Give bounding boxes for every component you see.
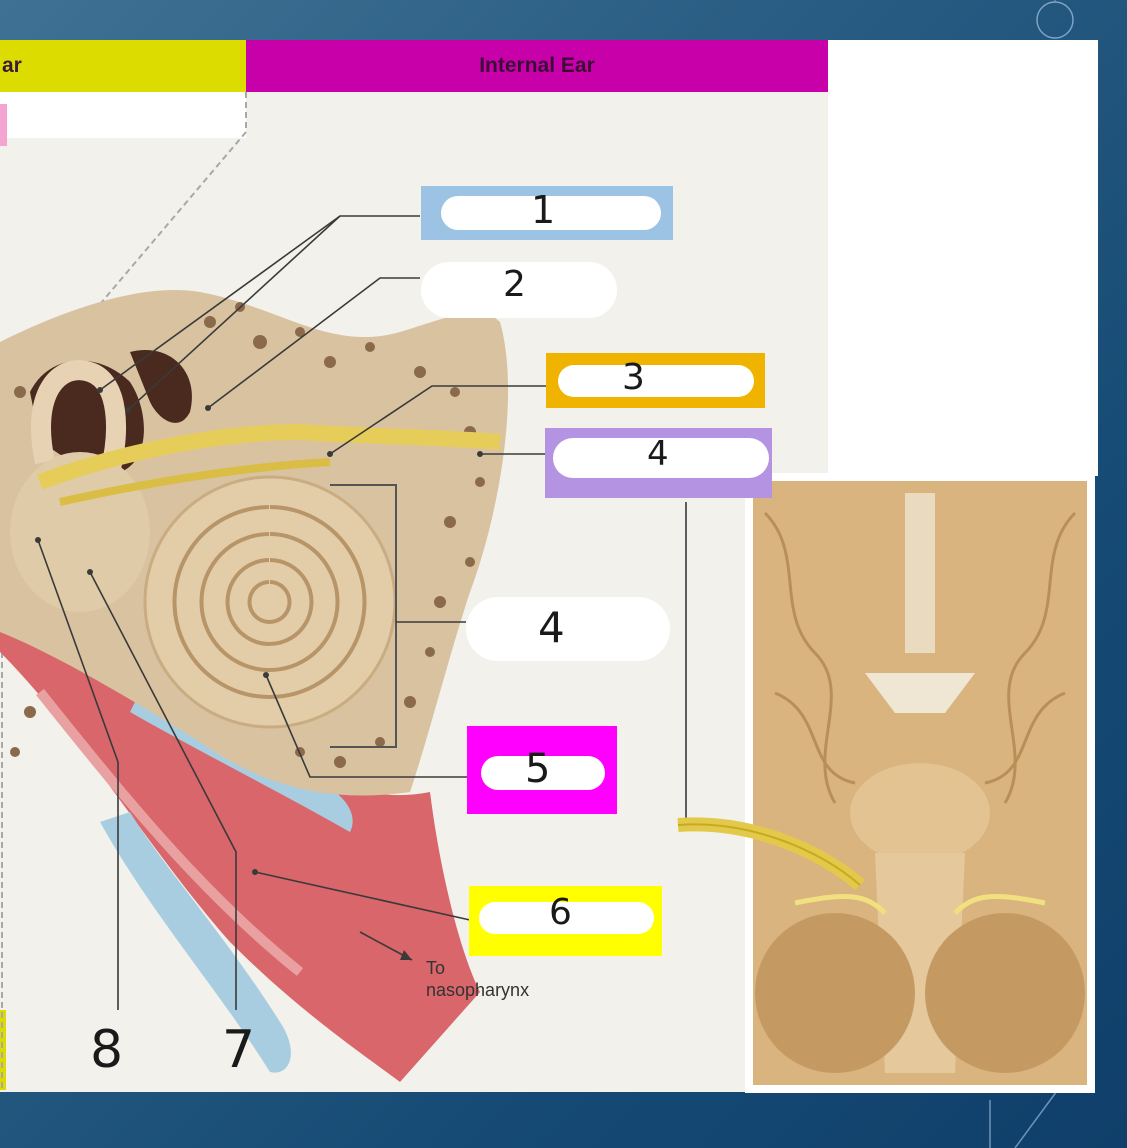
label-6-text: 6 xyxy=(549,892,572,933)
caption-line-1: To xyxy=(426,958,446,978)
vestibulocochlear-nerve xyxy=(677,817,865,890)
label-box-4a[interactable]: 4 xyxy=(545,428,772,498)
label-3-text: 3 xyxy=(622,357,645,398)
label-box-6[interactable]: 6 xyxy=(469,886,662,956)
label-box-3[interactable]: 3 xyxy=(546,353,765,408)
ear-anatomy-illustration xyxy=(0,92,687,1092)
label-box-1[interactable]: 1 xyxy=(421,186,673,240)
label-7-text: 7 xyxy=(222,1020,256,1080)
internal-ear-header-text: Internal Ear xyxy=(479,54,595,77)
label-4b-text: 4 xyxy=(538,603,565,652)
nasopharynx-caption: To nasopharynx xyxy=(426,957,529,1001)
pink-tab xyxy=(0,104,7,146)
label-8-text: 8 xyxy=(90,1020,124,1080)
middle-ear-header: ar xyxy=(0,40,246,92)
label-5-text: 5 xyxy=(525,746,551,792)
brain-illustration xyxy=(753,481,1087,1085)
yellow-tab xyxy=(0,1010,6,1090)
label-1-text: 1 xyxy=(531,188,556,232)
white-panel xyxy=(828,40,1098,476)
label-box-5[interactable]: 5 xyxy=(467,726,617,814)
label-box-4b[interactable]: 4 xyxy=(466,597,670,665)
label-box-2[interactable]: 2 xyxy=(421,258,617,322)
internal-ear-header: Internal Ear xyxy=(246,40,828,92)
middle-ear-header-text: ar xyxy=(2,54,22,77)
caption-line-2: nasopharynx xyxy=(426,980,530,1000)
label-2-text: 2 xyxy=(503,264,526,305)
middle-ear-blank-area xyxy=(0,92,246,138)
label-4a-text: 4 xyxy=(647,434,669,474)
